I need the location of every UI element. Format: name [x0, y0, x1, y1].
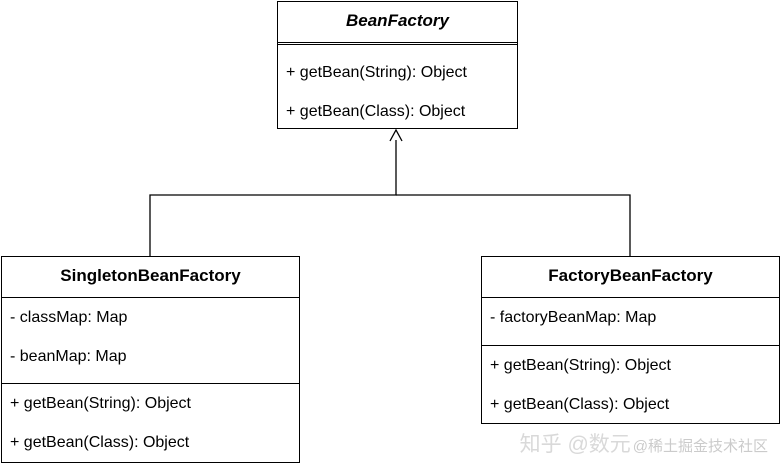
factorybean-field-1: - factoryBeanMap: Map	[490, 309, 657, 326]
singleton-inheritance-line	[149, 140, 397, 256]
singleton-method-2: + getBean(Class): Object	[10, 434, 190, 451]
generalization-arrowhead-icon	[389, 128, 403, 142]
bean-factory-class[interactable]: BeanFactory + getBean(String): Object + …	[277, 1, 518, 129]
singleton-bean-factory-fields: - classMap: Map - beanMap: Map	[2, 297, 299, 376]
singleton-method-1: + getBean(String): Object	[10, 395, 191, 412]
factorybean-method-2: + getBean(Class): Object	[490, 396, 670, 413]
singleton-bean-factory-methods: + getBean(String): Object + getBean(Clas…	[2, 383, 299, 462]
factory-bean-factory-fields: - factoryBeanMap: Map	[482, 297, 779, 337]
watermark: 知乎 @数元@稀土掘金技术社区	[520, 428, 768, 458]
factorybean-inheritance-line	[396, 194, 631, 256]
singleton-field-2: - beanMap: Map	[10, 348, 127, 365]
factorybean-method-1: + getBean(String): Object	[490, 357, 671, 374]
bean-factory-class-name: BeanFactory	[346, 11, 449, 30]
factory-bean-factory-class-name: FactoryBeanFactory	[548, 266, 713, 285]
singleton-field-1: - classMap: Map	[10, 309, 128, 326]
factory-bean-factory-class[interactable]: FactoryBeanFactory - factoryBeanMap: Map…	[481, 256, 780, 424]
factory-bean-factory-methods: + getBean(String): Object + getBean(Clas…	[482, 345, 779, 424]
watermark-community: @稀土掘金技术社区	[632, 438, 768, 455]
bean-factory-methods: + getBean(String): Object + getBean(Clas…	[278, 42, 517, 131]
bean-factory-method-1: + getBean(String): Object	[286, 64, 467, 81]
bean-factory-method-2: + getBean(Class): Object	[286, 103, 466, 120]
singleton-bean-factory-class-name: SingletonBeanFactory	[60, 266, 241, 285]
singleton-bean-factory-class[interactable]: SingletonBeanFactory - classMap: Map - b…	[1, 256, 300, 463]
watermark-zhihu: 知乎 @数元	[519, 433, 631, 456]
